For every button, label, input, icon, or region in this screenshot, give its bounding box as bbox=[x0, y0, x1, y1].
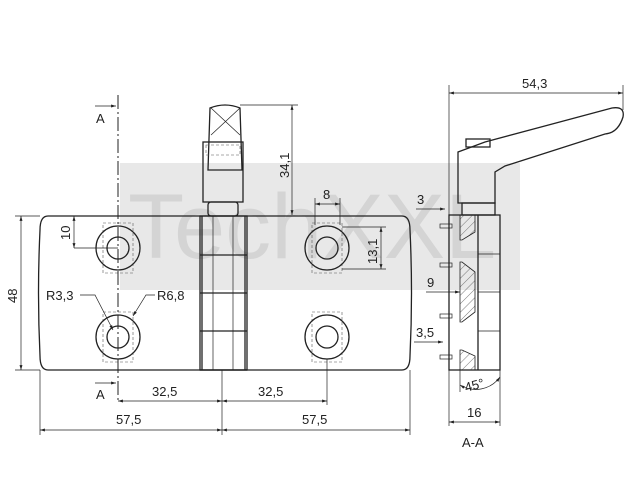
svg-text:9: 9 bbox=[427, 275, 434, 290]
clamp-lever bbox=[457, 107, 624, 204]
svg-text:3: 3 bbox=[417, 192, 424, 207]
front-dimensions: 34,1 8 13,1 10 48 R3,3 R6,8 32,5 32,5 57… bbox=[5, 104, 411, 435]
svg-text:10: 10 bbox=[58, 226, 73, 240]
section-dimensions: 54,3 3 9 3,5 45° 16 A-A bbox=[414, 76, 624, 450]
svg-text:45°: 45° bbox=[463, 375, 486, 395]
hinge-plate bbox=[37, 215, 413, 371]
svg-text:54,3: 54,3 bbox=[522, 76, 547, 91]
svg-text:3,5: 3,5 bbox=[416, 325, 434, 340]
svg-text:R6,8: R6,8 bbox=[157, 288, 184, 303]
hole-bottom-right bbox=[304, 311, 350, 363]
svg-text:32,5: 32,5 bbox=[152, 384, 177, 399]
section-title: A-A bbox=[462, 435, 484, 450]
svg-text:A: A bbox=[96, 111, 105, 126]
section-marks: A A bbox=[95, 104, 116, 402]
svg-text:8: 8 bbox=[323, 187, 330, 202]
clamp-handle-top bbox=[202, 104, 244, 217]
svg-text:48: 48 bbox=[5, 289, 20, 303]
hole-top-right bbox=[304, 222, 350, 274]
svg-text:13,1: 13,1 bbox=[365, 239, 380, 264]
dim-34-1: 34,1 bbox=[277, 153, 292, 178]
svg-text:32,5: 32,5 bbox=[258, 384, 283, 399]
section-view-a-a bbox=[439, 107, 624, 392]
svg-text:57,5: 57,5 bbox=[116, 412, 141, 427]
svg-text:16: 16 bbox=[467, 405, 481, 420]
svg-text:R3,3: R3,3 bbox=[46, 288, 73, 303]
svg-text:57,5: 57,5 bbox=[302, 412, 327, 427]
svg-text:A: A bbox=[96, 387, 105, 402]
hinge-knuckle bbox=[199, 215, 248, 371]
